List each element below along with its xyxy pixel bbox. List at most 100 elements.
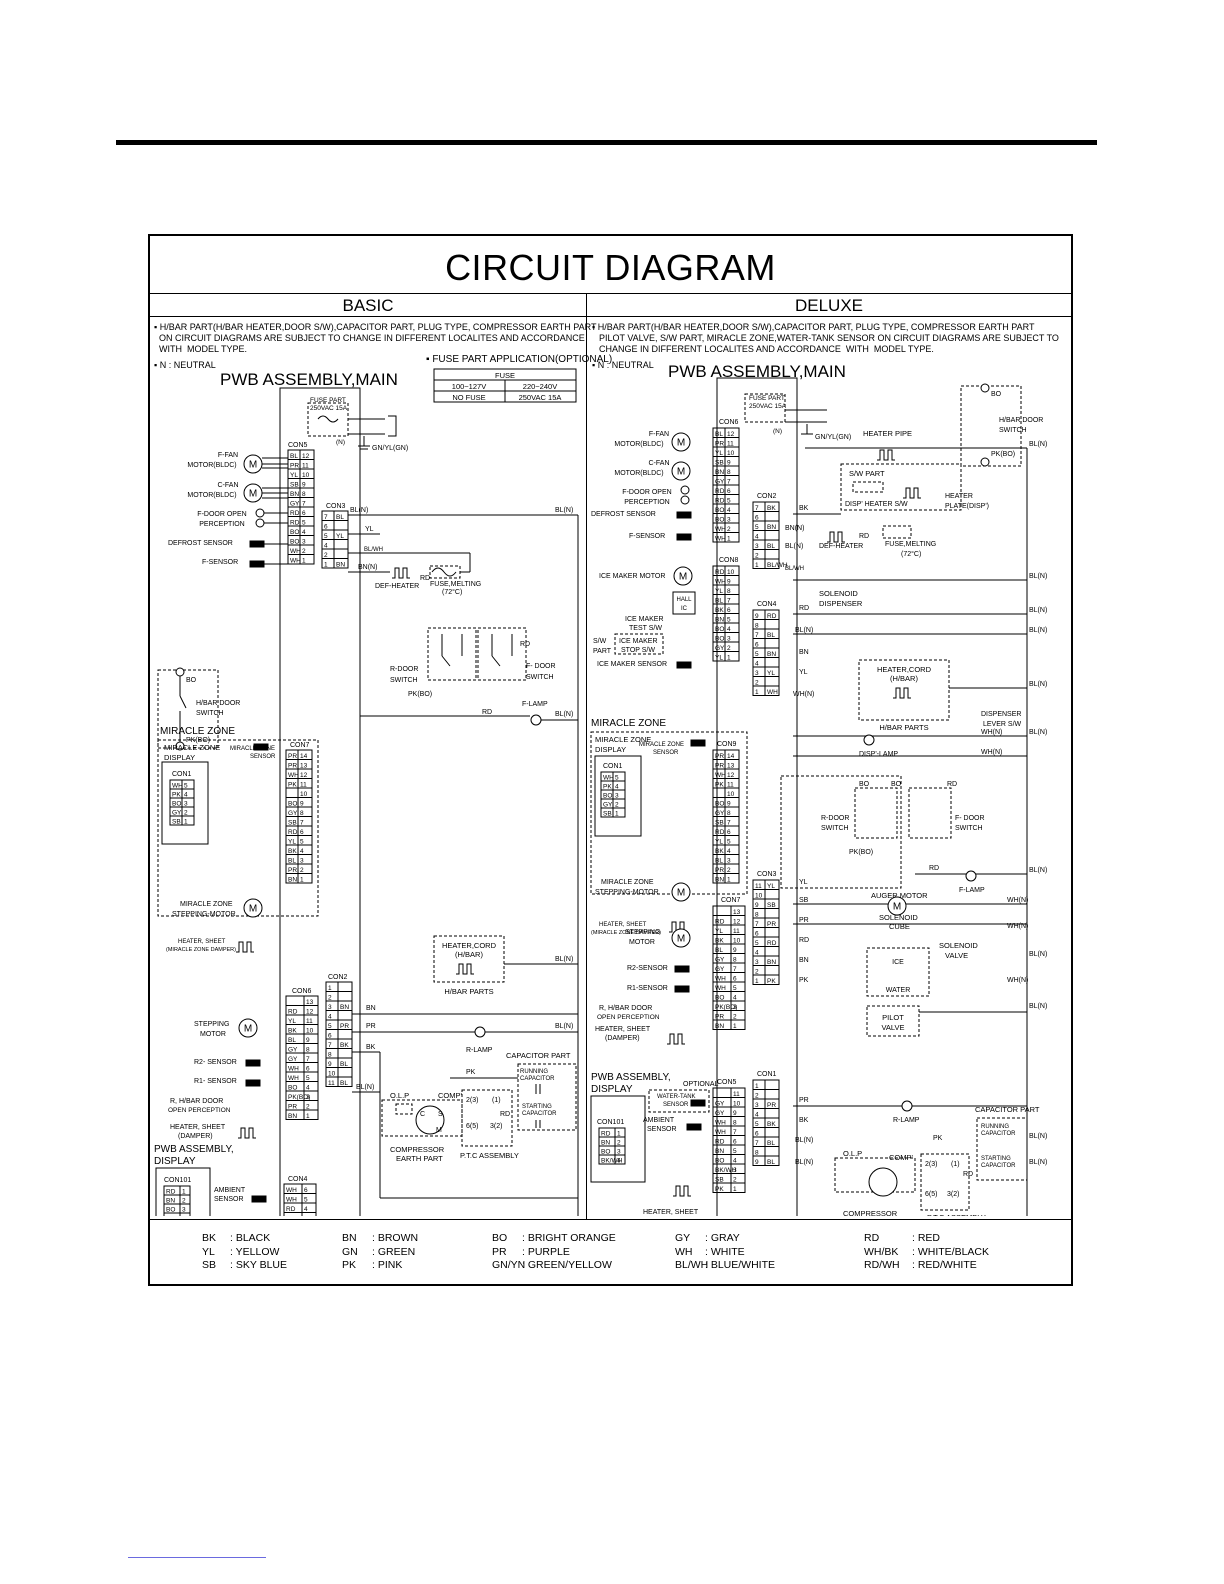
basic-ptc-65: 6(5) xyxy=(466,1123,478,1130)
basic-con2-pin-right xyxy=(337,1010,353,1021)
deluxe-con101-pin-label: 3 xyxy=(617,1149,621,1156)
deluxe-con101-pin-label: 4 xyxy=(617,1158,621,1165)
deluxe-stop-sw-box xyxy=(614,633,664,655)
basic-olp xyxy=(395,1103,413,1115)
basic-con7-pin-label: PR xyxy=(288,763,297,770)
basic-defrost-sensor-label: DEFROST SENSOR xyxy=(168,540,233,547)
deluxe-con6-pin-label: 7 xyxy=(727,479,731,486)
basic-runcap-label: CAPACITOR xyxy=(520,1076,555,1082)
deluxe-bk-label: BK xyxy=(799,505,809,512)
deluxe-con5-pin-label: 11 xyxy=(733,1091,740,1098)
basic-bln-label: BL(N) xyxy=(555,956,573,963)
basic-cfan-label: C-FAN xyxy=(218,482,239,489)
deluxe-con8-pin-label: 4 xyxy=(727,626,731,633)
basic-note-3: WITH MODEL TYPE. xyxy=(159,344,248,354)
legend-color: : SKY BLUE xyxy=(230,1259,288,1271)
deluxe-con5-pin-right xyxy=(730,1182,746,1193)
basic-ambient-label: AMBIENT xyxy=(214,1187,246,1194)
deluxe-mz-con1-pin-label: GY xyxy=(603,802,613,809)
basic-con7-pin-label: BO xyxy=(288,801,297,808)
deluxe-miracle-zone-box xyxy=(590,731,748,895)
basic-con5-pin-right xyxy=(299,554,315,565)
deluxe-con9-pin-label: 6 xyxy=(727,829,731,836)
basic-ambient-label: SENSOR xyxy=(214,1196,244,1203)
deluxe-comp-label: COMP' xyxy=(889,1153,914,1162)
basic-con6-pin-label: 1 xyxy=(306,1113,310,1120)
basic-con7-pin-label: 6 xyxy=(300,829,304,836)
basic-con7-pin-right xyxy=(297,873,313,884)
legend-code: GN xyxy=(342,1245,358,1258)
basic-fdoor-open-label: F-DOOR OPEN xyxy=(197,511,246,518)
basic-stepping-label: MOTOR xyxy=(200,1031,226,1038)
basic-cfan-label: MOTOR(BLDC) xyxy=(187,492,236,499)
deluxe-con6-pin-right xyxy=(724,532,740,543)
deluxe-con2-pin-label: BN xyxy=(767,524,776,531)
deluxe-con2-pin-label: BL/WH xyxy=(767,562,788,569)
basic-comp-s: S xyxy=(438,1111,443,1118)
deluxe-bln-label: BL(N) xyxy=(1029,607,1047,614)
deluxe-fdoor-label: F- DOOR xyxy=(955,815,985,822)
deluxe-con1b-pin-label: 1 xyxy=(755,1083,759,1090)
basic-ffan-label: F-FAN xyxy=(218,452,238,459)
basic-con2-pin-right xyxy=(337,1048,353,1059)
deluxe-con8-pin-label: GY xyxy=(715,645,725,652)
basic-con5-pin-label: 11 xyxy=(302,463,309,470)
deluxe-con6-pin-label: BL xyxy=(715,431,723,438)
basic-con5-pin-label: BO xyxy=(290,539,299,546)
basic-neutral-label: (N) xyxy=(336,439,345,446)
deluxe-con5-pin-label: 10 xyxy=(733,1101,741,1108)
deluxe-optional-label: OPTIONAL xyxy=(683,1081,719,1088)
deluxe-con5-pin-label: 3 xyxy=(733,1167,737,1174)
deluxe-hbar-pkbo: PK(BO) xyxy=(991,451,1015,458)
basic-con5-title: CON5 xyxy=(288,442,308,449)
basic-con7-pin-left xyxy=(285,787,299,798)
deluxe-con5-pin-label: 5 xyxy=(733,1148,737,1155)
legend-entry: WH/BK: WHITE/BLACK xyxy=(864,1246,989,1259)
deluxe-con4-pin-label: YL xyxy=(767,670,775,677)
basic-con6-pin-label: 2 xyxy=(306,1104,310,1111)
basic-stepping-motor xyxy=(238,1018,258,1038)
basic-con101-pin-label: 3 xyxy=(182,1207,186,1214)
legend-code: BO xyxy=(492,1232,508,1244)
diagram-title: CIRCUIT DIAGRAM xyxy=(445,247,776,288)
deluxe-mz-con1-title: CON1 xyxy=(603,763,623,770)
basic-con6-pin-label: 10 xyxy=(306,1028,314,1035)
deluxe-bln-label: BL(N) xyxy=(795,1159,813,1166)
basic-con7-pin-label: 7 xyxy=(300,820,304,827)
deluxe-con4-title: CON4 xyxy=(757,601,777,608)
basic-con5-pin-label: 2 xyxy=(302,548,306,555)
deluxe-temp-label: (72°C) xyxy=(901,550,921,558)
basic-capacitor-label: CAPACITOR PART xyxy=(506,1051,571,1060)
deluxe-mz-con1-pin-label: 4 xyxy=(615,784,619,791)
basic-con7-pin-label: SB xyxy=(288,820,297,827)
deluxe-con5-pin-label: 6 xyxy=(733,1139,737,1146)
basic-fuse-symbol xyxy=(317,415,339,423)
deluxe-rd-label-2: RD xyxy=(799,605,809,612)
basic-ptc-assembly xyxy=(461,1089,513,1147)
basic-con6-pin-label: BN xyxy=(288,1113,297,1120)
basic-mz-con1-pin-label: PK xyxy=(172,792,181,799)
deluxe-con7-pin-left xyxy=(712,905,732,916)
deluxe-con5-pin-label: PK xyxy=(715,1186,724,1193)
basic-mz-con1-pin-label: BO xyxy=(172,801,181,808)
deluxe-ground-label: GN/YL(GN) xyxy=(815,434,851,441)
deluxe-miracle-zone-title: MIRACLE ZONE xyxy=(591,718,666,729)
basic-compressor-box xyxy=(381,1099,463,1137)
basic-con3-pin-label: YL xyxy=(336,533,344,540)
deluxe-con9-pin-label: 13 xyxy=(727,763,735,770)
deluxe-heater-sheet-damper: (DAMPER) xyxy=(605,1035,640,1042)
deluxe-con6-pin-label: BN xyxy=(715,469,724,476)
deluxe-mz-con1-pin-label: PK xyxy=(603,784,612,791)
basic-con7-pin-label: 11 xyxy=(300,782,307,789)
deluxe-con5-pin-label: 1 xyxy=(733,1186,737,1193)
legend-entry: GN/YN: GREEN/YELLOW xyxy=(492,1259,612,1272)
legend-entry: GN: GREEN xyxy=(342,1246,415,1259)
basic-con4-pin-right xyxy=(301,1212,317,1216)
basic-con5-pin-label: RD xyxy=(290,510,300,517)
deluxe-con9-pin-label: WH xyxy=(715,772,726,779)
deluxe-con2-pin-right xyxy=(764,530,780,541)
basic-rd-label-3: RD xyxy=(500,1111,510,1118)
deluxe-mz-con1-pin-label: 2 xyxy=(615,802,619,809)
deluxe-mz-con1-pin-label: WH xyxy=(603,775,614,782)
deluxe-con6-pin-label: 2 xyxy=(727,526,731,533)
